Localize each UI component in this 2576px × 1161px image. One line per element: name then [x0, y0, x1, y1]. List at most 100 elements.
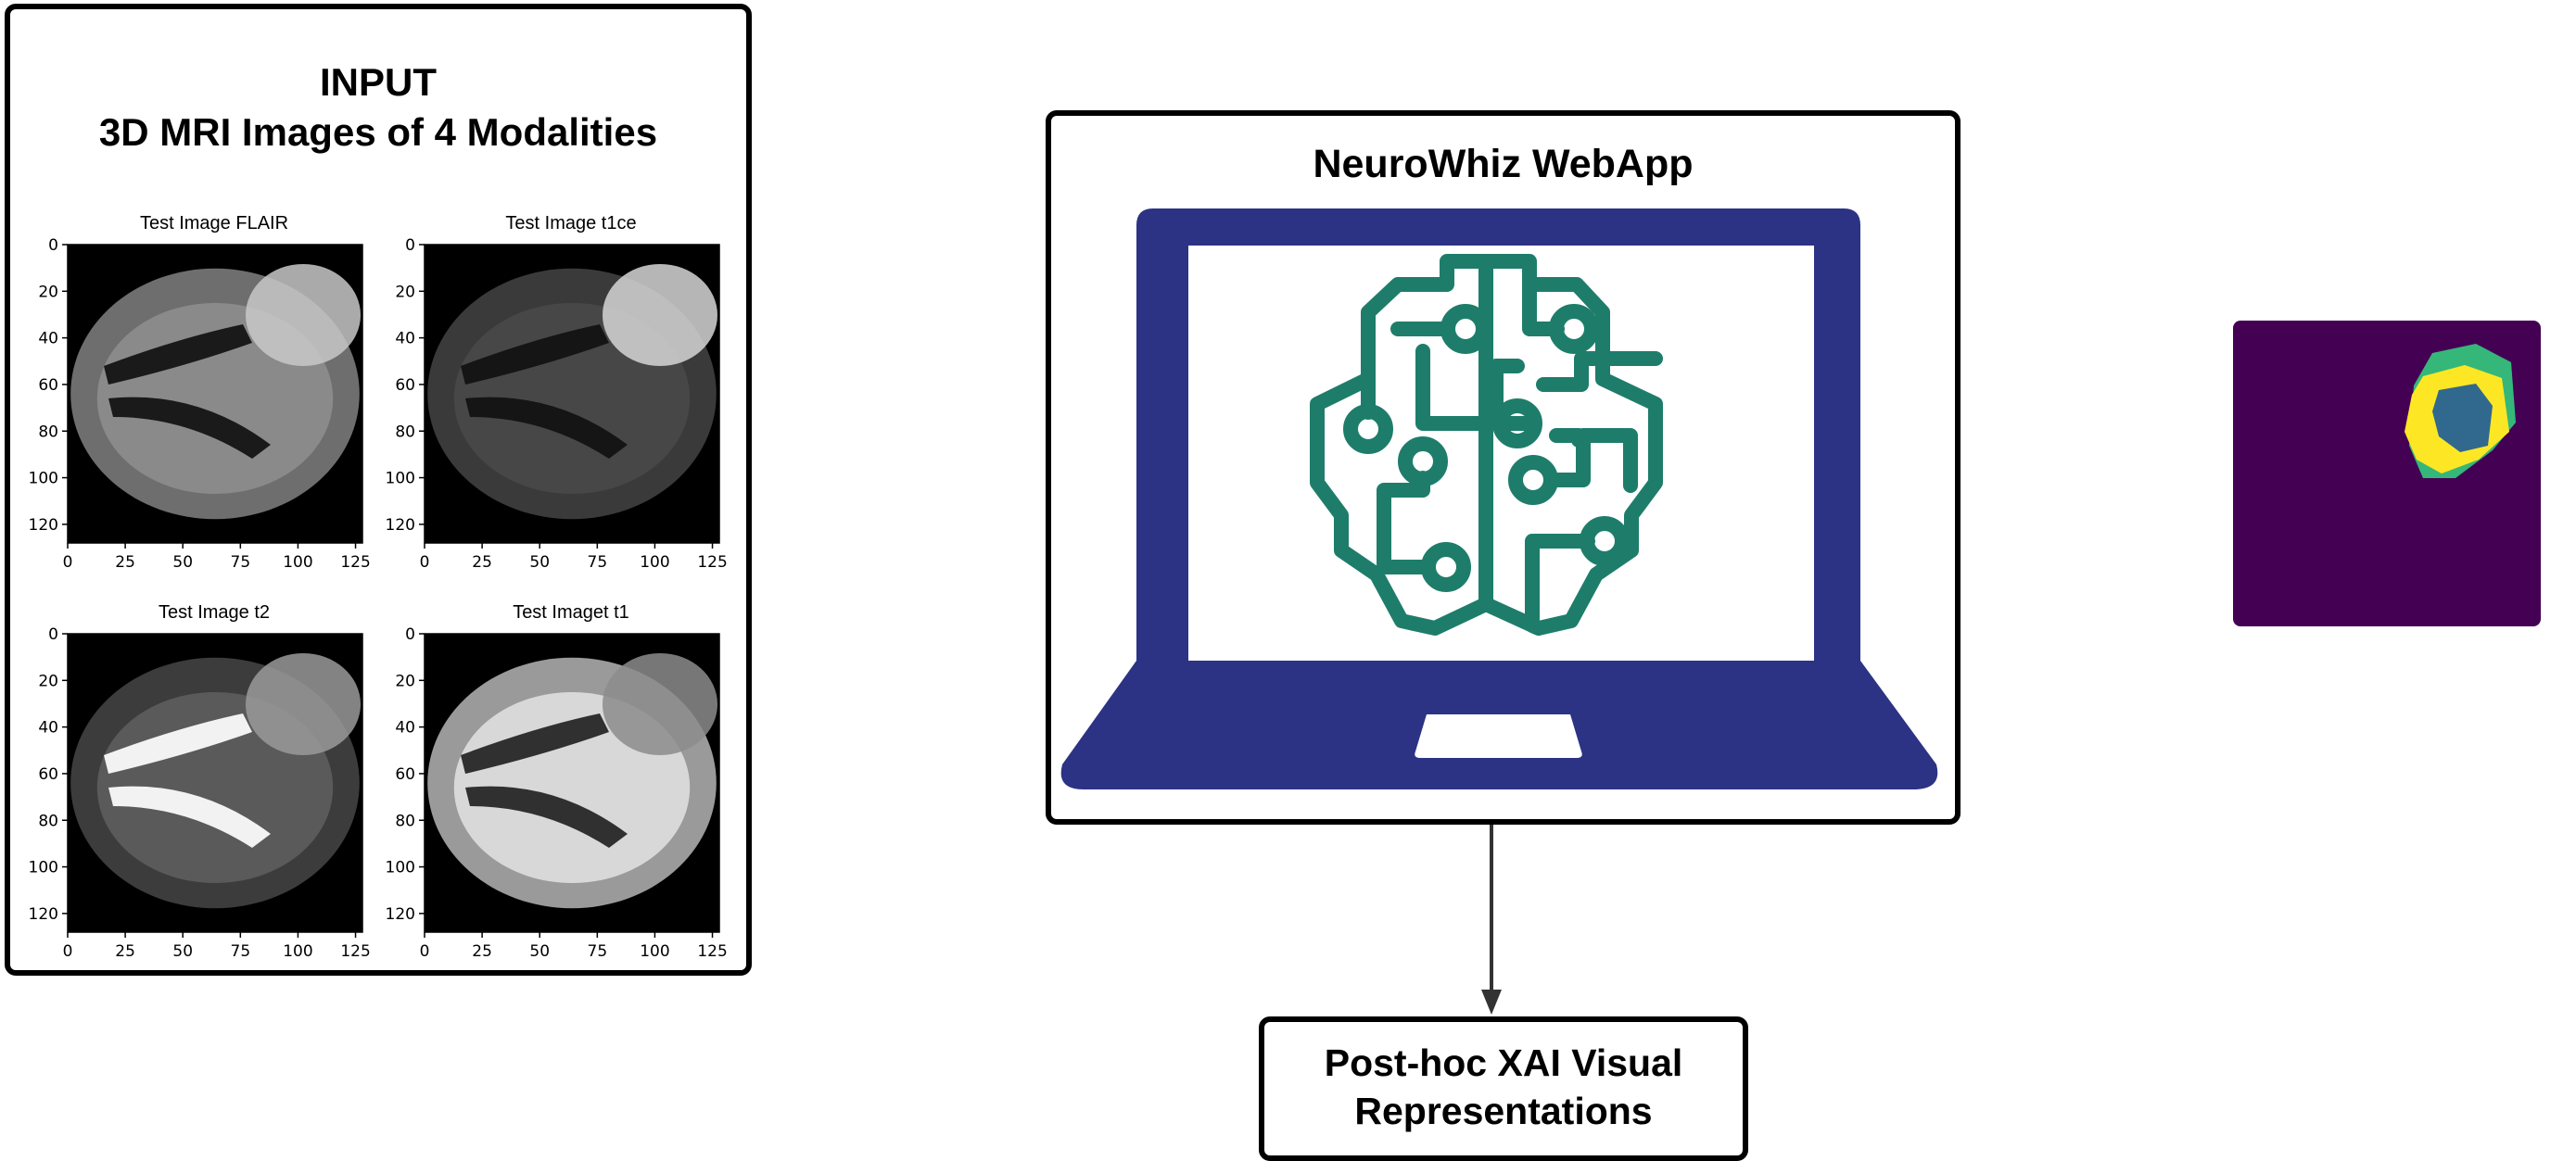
mri-image-t1ce: Test Image t1ce 0 25 50 75 100 125 0 20 40 60 80 10…	[367, 213, 738, 576]
necrotic-core-region	[2432, 384, 2493, 452]
plot-frame	[67, 633, 363, 933]
mri-image-flair: Test Image FLAIR 0 25 50 75 100 125 0 20 40 60 80 1…	[10, 213, 381, 576]
x-tick-label: 50	[172, 553, 193, 572]
y-tick-label: 40	[395, 719, 415, 738]
y-tick-label: 40	[38, 719, 58, 738]
y-tick-label: 60	[395, 376, 415, 395]
x-tick-label: 0	[420, 553, 430, 572]
webapp-title: NeuroWhiz WebApp	[1313, 142, 1694, 186]
x-tick-label: 50	[529, 942, 550, 961]
x-tick-label: 75	[588, 553, 608, 572]
mri-plot: 0 25 50 75 100 125 0 20 40 60 80 100 120	[29, 236, 371, 572]
mri-image-t2: Test Image t2 0 25 50 75 100 125 0 20 40 60 80 100 1…	[10, 602, 381, 965]
y-tick-label: 40	[395, 330, 415, 348]
xai-output-box: Post-hoc XAI Visual Representations	[1259, 1016, 1748, 1161]
mri-plot: 0 25 50 75 100 125 0 20 40 60 80 100 120	[29, 625, 371, 961]
x-tick-label: 0	[63, 942, 73, 961]
tumor-region	[603, 653, 717, 755]
plot-frame	[67, 244, 363, 544]
x-tick-label: 25	[115, 553, 135, 572]
y-tick-label: 100	[386, 470, 415, 488]
ventricle-upper	[104, 713, 252, 774]
ventricle-upper	[104, 324, 252, 385]
y-tick-label: 80	[395, 423, 415, 441]
webapp-panel: NeuroWhiz WebApp	[1046, 110, 1961, 825]
y-tick-label: 60	[395, 765, 415, 784]
x-tick-label: 125	[340, 942, 370, 961]
mri-title: Test Image t2	[158, 602, 271, 623]
y-tick-label: 20	[395, 672, 415, 690]
x-tick-label: 75	[231, 553, 251, 572]
input-panel: INPUT 3D MRI Images of 4 Modalities Test…	[5, 4, 752, 976]
mri-plot: 0 25 50 75 100 125 0 20 40 60 80 100 120	[386, 236, 728, 572]
x-tick-label: 75	[231, 942, 251, 961]
y-tick-label: 0	[48, 625, 58, 644]
x-tick-label: 125	[697, 942, 727, 961]
x-tick-label: 25	[115, 942, 135, 961]
input-title-line2: 3D MRI Images of 4 Modalities	[98, 110, 658, 154]
xai-output-label: Post-hoc XAI Visual Representations	[1264, 1039, 1743, 1135]
ventricle-lower	[465, 786, 628, 848]
y-tick-label: 100	[29, 470, 58, 488]
y-tick-label: 20	[395, 283, 415, 301]
mri-title: Test Image FLAIR	[139, 213, 289, 233]
segmentation-output-image	[2233, 321, 2541, 626]
input-title: INPUT 3D MRI Images of 4 Modalities	[10, 57, 746, 158]
x-tick-label: 0	[420, 942, 430, 961]
xai-label-line1: Post-hoc XAI Visual	[1324, 1041, 1683, 1084]
x-tick-label: 100	[640, 942, 669, 961]
y-tick-label: 60	[38, 376, 58, 395]
y-tick-label: 100	[386, 859, 415, 877]
y-tick-label: 0	[405, 625, 415, 644]
mri-slice	[67, 244, 363, 544]
y-tick-label: 80	[395, 812, 415, 830]
y-tick-label: 80	[38, 812, 58, 830]
mri-title: Test Image t1ce	[505, 213, 637, 233]
x-tick-label: 25	[472, 942, 492, 961]
xai-label-line2: Representations	[1354, 1090, 1653, 1132]
input-title-line1: INPUT	[320, 60, 437, 104]
x-tick-label: 100	[640, 553, 669, 572]
x-tick-label: 75	[588, 942, 608, 961]
tumor-region	[603, 264, 717, 366]
y-tick-label: 120	[29, 905, 58, 924]
plot-frame	[424, 633, 720, 933]
ventricle-lower	[108, 397, 271, 459]
y-tick-label: 20	[38, 283, 58, 301]
laptop-icon	[1060, 208, 1938, 789]
y-tick-label: 80	[38, 423, 58, 441]
y-tick-label: 120	[29, 516, 58, 535]
tumor-region	[246, 264, 361, 366]
mri-slice	[424, 244, 720, 544]
laptop-trackpad	[1415, 714, 1582, 758]
laptop-lid	[1136, 208, 1860, 700]
y-tick-label: 100	[29, 859, 58, 877]
y-tick-label: 120	[386, 905, 415, 924]
brain-circuit-icon	[1310, 254, 1663, 636]
y-tick-label: 40	[38, 330, 58, 348]
x-tick-label: 25	[472, 553, 492, 572]
mri-image-t1: Test Imaget t1 0 25 50 75 100 125 0 20 40 60 80 100…	[367, 602, 738, 965]
y-tick-label: 60	[38, 765, 58, 784]
x-tick-label: 100	[283, 553, 312, 572]
x-tick-label: 50	[172, 942, 193, 961]
y-tick-label: 0	[405, 236, 415, 255]
ventricle-upper	[461, 324, 609, 385]
mri-plot: 0 25 50 75 100 125 0 20 40 60 80 100 120	[386, 625, 728, 961]
x-tick-label: 125	[697, 553, 727, 572]
ventricle-upper	[461, 713, 609, 774]
ventricle-lower	[465, 397, 628, 459]
mri-slice	[424, 633, 720, 933]
y-tick-label: 0	[48, 236, 58, 255]
y-tick-label: 20	[38, 672, 58, 690]
tumor-region	[246, 653, 361, 755]
y-tick-label: 120	[386, 516, 415, 535]
plot-frame	[424, 244, 720, 544]
x-tick-label: 100	[283, 942, 312, 961]
mri-slice	[67, 633, 363, 933]
x-tick-label: 125	[340, 553, 370, 572]
mri-title: Test Imaget t1	[513, 602, 629, 623]
x-tick-label: 0	[63, 553, 73, 572]
x-tick-label: 50	[529, 553, 550, 572]
ventricle-lower	[108, 786, 271, 848]
